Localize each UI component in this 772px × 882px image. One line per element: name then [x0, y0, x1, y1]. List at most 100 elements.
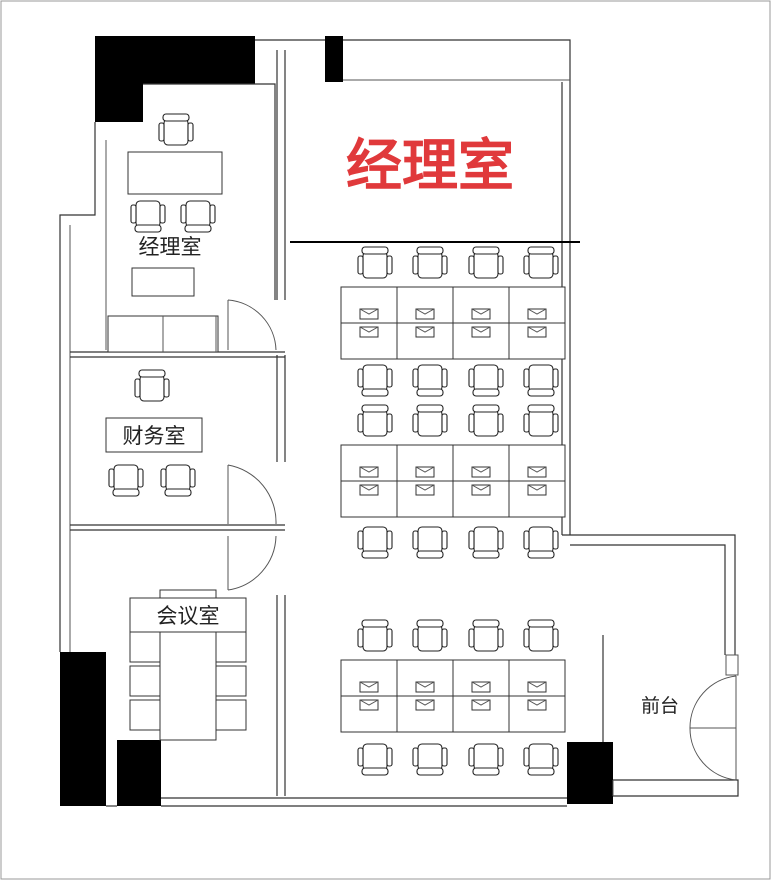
workstation-desk — [452, 322, 510, 360]
office-chair-icon — [523, 246, 559, 279]
office-chair-icon — [523, 526, 559, 559]
office-chair-icon — [357, 246, 393, 279]
workstation-desk — [396, 444, 454, 482]
reception-label: 前台 — [641, 695, 679, 717]
computer-monitor-icon — [471, 326, 491, 338]
computer-monitor-icon — [527, 484, 547, 496]
office-chair-icon — [158, 113, 194, 146]
office-chair-icon — [357, 364, 393, 397]
office-chair-icon — [130, 200, 166, 233]
computer-monitor-icon — [359, 466, 379, 478]
office-chair-icon — [523, 619, 559, 652]
workstation-desk — [452, 480, 510, 518]
office-chair-icon — [468, 246, 504, 279]
computer-monitor-icon — [359, 681, 379, 693]
computer-monitor-icon — [415, 681, 435, 693]
workstation-desk — [340, 286, 398, 324]
computer-monitor-icon — [415, 466, 435, 478]
office-chair-icon — [412, 246, 448, 279]
manager-room-label: 经理室 — [139, 235, 202, 259]
computer-monitor-icon — [359, 308, 379, 320]
manager-furniture — [107, 151, 223, 353]
meeting-room-label: 会议室 — [157, 604, 220, 628]
office-chair-icon — [523, 743, 559, 776]
computer-monitor-icon — [527, 308, 547, 320]
office-chair-icon — [357, 526, 393, 559]
door-swing-icon — [227, 464, 277, 525]
door-swing-icon — [227, 535, 277, 591]
office-chair-icon — [412, 404, 448, 437]
workstation-desk — [396, 322, 454, 360]
office-chair-icon — [523, 404, 559, 437]
structural-columns — [60, 36, 613, 806]
office-chair-icon — [468, 526, 504, 559]
workstation-desk — [508, 695, 566, 733]
computer-monitor-icon — [471, 699, 491, 711]
office-chair-icon — [357, 619, 393, 652]
office-chair-icon — [357, 404, 393, 437]
office-chair-icon — [357, 743, 393, 776]
workstation-desk — [396, 659, 454, 697]
computer-monitor-icon — [471, 466, 491, 478]
computer-monitor-icon — [527, 699, 547, 711]
office-chair-icon — [412, 364, 448, 397]
computer-monitor-icon — [359, 699, 379, 711]
workstations — [340, 286, 566, 733]
workstation-desk — [340, 695, 398, 733]
finance-room-label: 财务室 — [123, 424, 186, 448]
workstation-desk — [508, 659, 566, 697]
office-chair-icon — [412, 619, 448, 652]
manager-title-panel — [300, 86, 560, 234]
workstation-desk — [340, 659, 398, 697]
workstation-desk — [508, 322, 566, 360]
computer-monitor-icon — [415, 484, 435, 496]
workstation-desk — [452, 444, 510, 482]
office-chair-icon — [468, 619, 504, 652]
office-chair-icon — [160, 464, 196, 497]
computer-monitor-icon — [359, 484, 379, 496]
workstation-desk — [452, 659, 510, 697]
office-chair-icon — [108, 464, 144, 497]
workstation-desk — [340, 444, 398, 482]
workstation-cluster — [340, 444, 566, 518]
office-chair-icon — [468, 743, 504, 776]
door-swing-icon — [689, 675, 737, 781]
manager-desk — [127, 151, 223, 195]
computer-monitor-icon — [415, 308, 435, 320]
workstation-desk — [508, 286, 566, 324]
computer-monitor-icon — [415, 326, 435, 338]
cabinet — [131, 267, 195, 297]
workstation-desk — [396, 286, 454, 324]
office-chairs — [108, 113, 559, 776]
office-chair-icon — [412, 743, 448, 776]
workstation-desk — [396, 480, 454, 518]
computer-monitor-icon — [471, 681, 491, 693]
computer-monitor-icon — [527, 466, 547, 478]
office-chair-icon — [468, 404, 504, 437]
workstation-desk — [340, 480, 398, 518]
finance-desk — [105, 417, 203, 453]
doors — [227, 299, 737, 781]
workstation-desk — [340, 322, 398, 360]
door-swing-icon — [227, 299, 277, 351]
workstation-desk — [508, 480, 566, 518]
workstation-cluster — [340, 286, 566, 360]
manager-room-title: 经理室 — [346, 134, 514, 199]
computer-monitor-icon — [471, 308, 491, 320]
office-chair-icon — [412, 526, 448, 559]
office-chair-icon — [468, 364, 504, 397]
walls — [59, 39, 739, 807]
computer-monitor-icon — [415, 699, 435, 711]
workstation-cluster — [340, 659, 566, 733]
office-chair-icon — [134, 369, 170, 402]
office-chair-icon — [523, 364, 559, 397]
computer-monitor-icon — [527, 681, 547, 693]
meeting-furniture — [129, 589, 247, 741]
workstation-desk — [452, 286, 510, 324]
workstation-desk — [452, 695, 510, 733]
computer-monitor-icon — [527, 326, 547, 338]
office-chair-icon — [180, 200, 216, 233]
computer-monitor-icon — [471, 484, 491, 496]
